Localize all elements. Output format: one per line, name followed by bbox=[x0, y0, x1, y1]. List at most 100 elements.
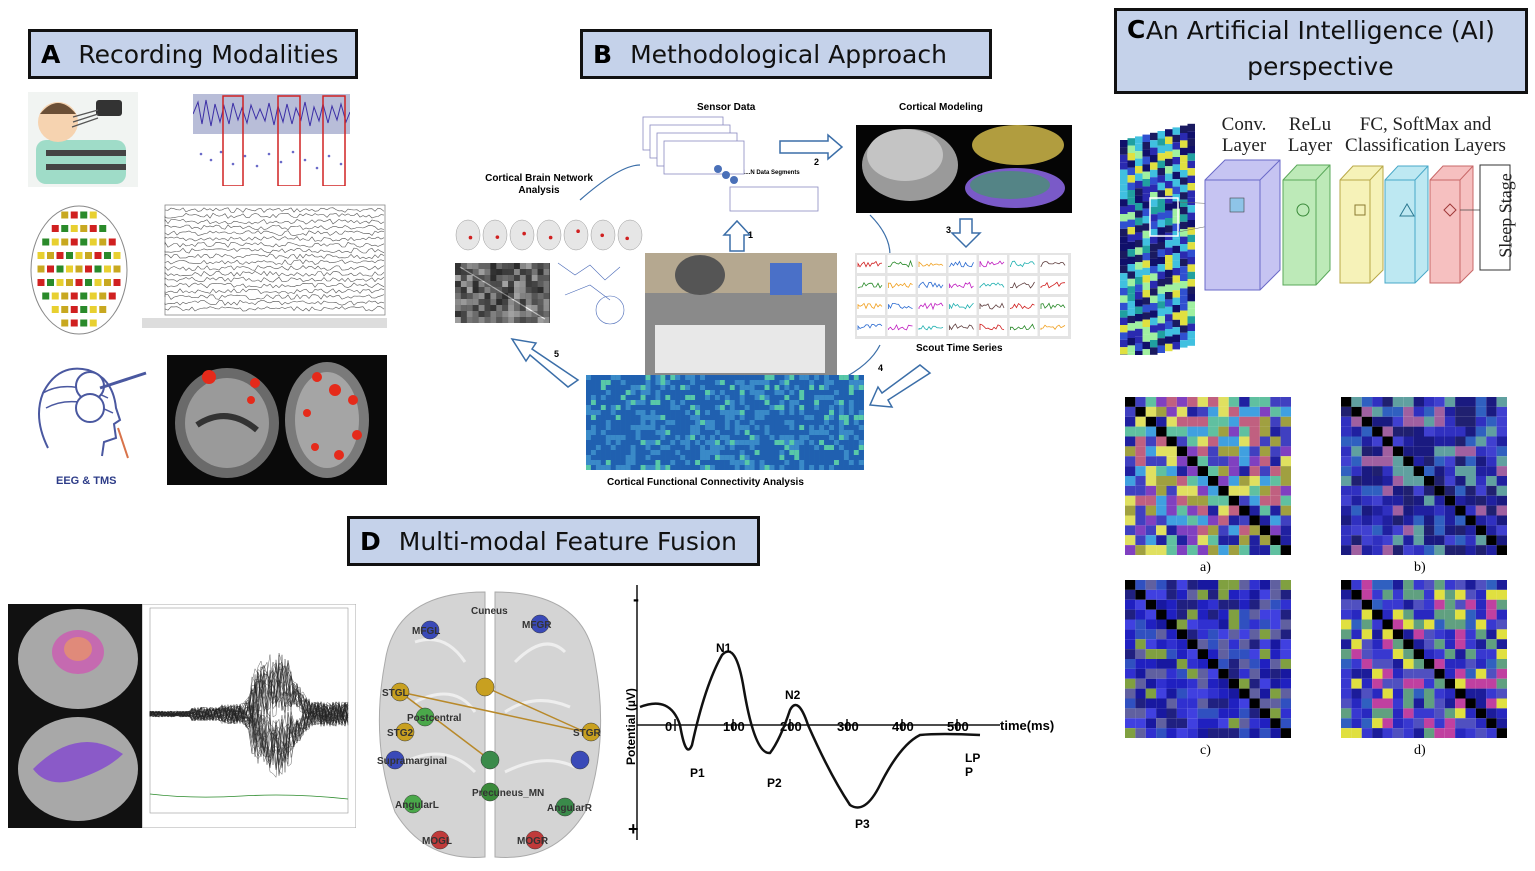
matrix-cell bbox=[1208, 446, 1219, 457]
electrode-marker bbox=[89, 319, 97, 327]
matrix-cell bbox=[1156, 639, 1167, 650]
matrix-cell bbox=[1135, 545, 1146, 555]
matrix-cell bbox=[1156, 678, 1167, 689]
cnn-input-cell bbox=[1180, 170, 1188, 178]
panel-a-header: A Recording Modalities bbox=[28, 29, 358, 79]
cnn-input-cell bbox=[1172, 142, 1180, 150]
cnn-input-cell bbox=[1142, 186, 1150, 194]
matrix-cell bbox=[1280, 688, 1291, 699]
matrix-cell bbox=[1218, 659, 1229, 669]
matrix-cell bbox=[1392, 515, 1404, 526]
matrix-cell bbox=[1197, 505, 1208, 516]
cnn-input-cell bbox=[1172, 290, 1180, 298]
matrix-cell bbox=[1444, 545, 1456, 555]
brain-node bbox=[480, 782, 500, 802]
matrix-cell bbox=[1197, 580, 1208, 590]
cnn-input-cell bbox=[1135, 203, 1143, 211]
matrix-cell bbox=[1382, 456, 1393, 467]
brain-node bbox=[555, 797, 575, 817]
step-5-label: 5 bbox=[554, 349, 559, 359]
matrix-cell bbox=[1444, 505, 1456, 516]
panel-d-header: D Multi-modal Feature Fusion bbox=[347, 516, 760, 566]
cnn-input-cell bbox=[1142, 142, 1150, 150]
matrix-cell bbox=[1361, 505, 1373, 516]
matrix-cell bbox=[1176, 688, 1188, 699]
matrix-cell bbox=[1496, 535, 1507, 546]
matrix-cell bbox=[1455, 609, 1466, 620]
matrix-cell bbox=[1496, 629, 1507, 640]
cnn-input-cell bbox=[1187, 234, 1195, 243]
cnn-input-cell bbox=[1187, 220, 1195, 228]
matrix-cell bbox=[1424, 446, 1435, 457]
cnn-input-cell bbox=[1127, 234, 1135, 242]
matrix-cell bbox=[1187, 515, 1198, 526]
matrix-cell bbox=[1392, 545, 1404, 555]
cnn-input-cell bbox=[1157, 197, 1165, 205]
matrix-cell bbox=[1444, 718, 1456, 729]
electrode-marker bbox=[61, 306, 69, 313]
matrix-cell bbox=[1372, 659, 1383, 669]
matrix-cell bbox=[1424, 476, 1435, 486]
cnn-input-cell bbox=[1180, 318, 1188, 326]
matrix-cell bbox=[1444, 535, 1456, 546]
cnn-input-cell bbox=[1127, 323, 1135, 331]
matrix-cell bbox=[1465, 466, 1476, 476]
matrix-cell bbox=[1424, 718, 1435, 729]
matrix-cell bbox=[1455, 659, 1466, 669]
matrix-cell bbox=[1413, 708, 1424, 719]
matrix-cell bbox=[1208, 466, 1219, 476]
matrix-cell bbox=[1125, 718, 1136, 729]
cnn-input-cell bbox=[1150, 169, 1158, 178]
functional-connectivity-label: Cortical Functional Connectivity Analysi… bbox=[607, 477, 804, 488]
matrix-cell bbox=[1424, 495, 1435, 506]
matrix-cell bbox=[1280, 718, 1291, 729]
matrix-cell bbox=[1125, 678, 1136, 689]
matrix-cell bbox=[1156, 416, 1167, 427]
matrix-cell bbox=[1270, 708, 1281, 719]
matrix-cell bbox=[1392, 688, 1404, 699]
matrix-cell bbox=[1280, 728, 1291, 738]
matrix-cell bbox=[1218, 708, 1229, 719]
matrix-cell bbox=[1218, 485, 1229, 496]
cnn-input-cell bbox=[1187, 331, 1195, 339]
matrix-cell bbox=[1259, 456, 1271, 467]
matrix-cell bbox=[1208, 505, 1219, 516]
matrix-cell bbox=[1208, 580, 1219, 590]
cnn-input-cell bbox=[1150, 155, 1158, 163]
matrix-cell bbox=[1455, 718, 1466, 729]
matrix-cell bbox=[1455, 416, 1466, 427]
matrix-cell bbox=[1218, 476, 1229, 486]
matrix-cell bbox=[1187, 688, 1198, 699]
matrix-cell bbox=[1361, 485, 1373, 496]
matrix-cell bbox=[1259, 678, 1271, 689]
cnn-input-cell bbox=[1135, 173, 1143, 181]
matrix-cell bbox=[1270, 416, 1281, 427]
matrix-cell bbox=[1187, 525, 1198, 536]
matrix-cell bbox=[1486, 446, 1497, 457]
cnn-input-cell bbox=[1157, 293, 1165, 302]
matrix-cell bbox=[1176, 708, 1188, 719]
matrix-cell bbox=[1176, 639, 1188, 650]
matrix-cell bbox=[1280, 545, 1291, 555]
matrix-cell bbox=[1197, 416, 1208, 427]
cnn-input-cell bbox=[1187, 279, 1195, 287]
matrix-cell bbox=[1156, 668, 1167, 679]
matrix-cell bbox=[1372, 629, 1383, 640]
cnn-input-cell bbox=[1135, 225, 1143, 233]
matrix-cell bbox=[1197, 728, 1208, 738]
matrix-cell bbox=[1444, 619, 1456, 630]
electrode-marker bbox=[80, 319, 88, 327]
electrode-marker bbox=[85, 265, 92, 273]
matrix-cell bbox=[1496, 436, 1507, 447]
cnn-input-cell bbox=[1142, 230, 1150, 239]
matrix-cell bbox=[1475, 456, 1487, 467]
matrix-cell bbox=[1486, 466, 1497, 476]
matrix-cell bbox=[1208, 698, 1219, 709]
matrix-cell bbox=[1197, 678, 1208, 689]
arrow-3 bbox=[950, 218, 982, 249]
cnn-input-cell bbox=[1187, 197, 1195, 206]
cnn-input-cell bbox=[1165, 299, 1173, 307]
matrix-cell bbox=[1496, 456, 1507, 467]
matrix-cell bbox=[1465, 589, 1476, 600]
erp-curve bbox=[639, 650, 981, 809]
